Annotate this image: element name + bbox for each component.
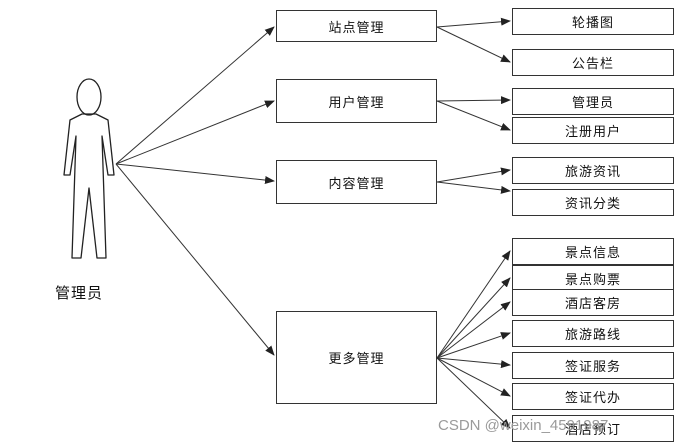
leaf-box-notice-board: 公告栏 [512, 49, 674, 76]
leaf-box-attraction-tickets: 景点购票 [512, 265, 674, 292]
leaf-box-travel-routes: 旅游路线 [512, 320, 674, 347]
leaf-box-registered-users: 注册用户 [512, 117, 674, 144]
edge-actor-to-more [115, 163, 275, 356]
edge-more-to-attraction-tickets [436, 277, 511, 359]
edge-users-to-admin [436, 96, 511, 105]
category-box-more: 更多管理 [276, 311, 437, 404]
edge-more-to-visa-service [436, 357, 511, 369]
edge-more-to-hotel-rooms [436, 301, 511, 359]
category-box-content: 内容管理 [276, 160, 437, 204]
actor-label: 管理员 [54, 284, 103, 302]
connection-lines [115, 17, 511, 429]
leaf-box-carousel: 轮播图 [512, 8, 674, 35]
edge-actor-to-content [115, 163, 275, 185]
category-box-site: 站点管理 [276, 10, 437, 42]
admin-actor-figure [63, 78, 115, 259]
leaf-box-hotel-booking: 酒店预订 [512, 415, 674, 442]
edge-more-to-travel-routes [436, 332, 511, 359]
actor-body [63, 113, 115, 259]
watermark: CSDN @weixin_4591987 [438, 417, 609, 434]
edge-site-to-carousel [436, 17, 511, 28]
edge-content-to-category [436, 181, 511, 194]
edge-site-to-notice [436, 26, 511, 63]
edge-users-to-registered [436, 100, 511, 131]
leaf-box-visa-agency: 签证代办 [512, 383, 674, 410]
leaf-box-hotel-rooms: 酒店客房 [512, 289, 674, 316]
edge-actor-to-site [115, 26, 275, 165]
leaf-box-news-category: 资讯分类 [512, 189, 674, 216]
leaf-box-travel-news: 旅游资讯 [512, 157, 674, 184]
actor-head [76, 78, 102, 116]
edge-content-to-news [436, 167, 511, 183]
edge-more-to-hotel-booking [436, 357, 511, 429]
edge-actor-to-users [115, 100, 275, 165]
leaf-box-visa-service: 签证服务 [512, 352, 674, 379]
category-box-users: 用户管理 [276, 79, 437, 123]
leaf-box-attraction-info: 景点信息 [512, 238, 674, 265]
edge-more-to-visa-agency [436, 357, 511, 397]
edge-more-to-attraction-info [436, 250, 511, 359]
leaf-box-administrator: 管理员 [512, 88, 674, 115]
